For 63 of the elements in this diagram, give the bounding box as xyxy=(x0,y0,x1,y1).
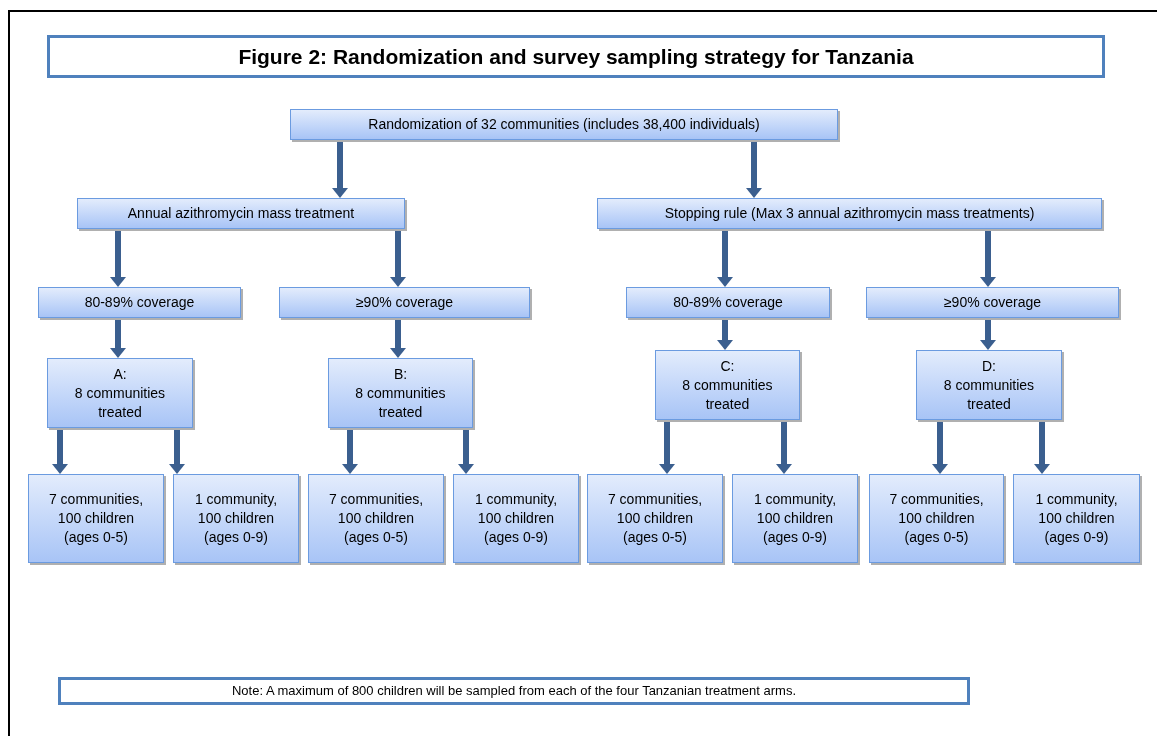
process-box xyxy=(732,474,858,563)
arrow xyxy=(342,428,358,474)
arrow xyxy=(390,318,406,358)
box-text: ≥90% coverage xyxy=(355,293,454,312)
box-text: Randomization of 32 communities (includes 38,400 individuals) xyxy=(368,115,760,134)
arrow xyxy=(746,140,762,198)
box-text: B: xyxy=(393,364,408,384)
process-box xyxy=(38,287,241,318)
box-text: 8 communities treated xyxy=(942,375,1036,414)
arrow xyxy=(980,229,996,287)
process-box xyxy=(290,109,838,140)
box-text: A: xyxy=(113,364,127,384)
process-box xyxy=(655,350,800,420)
box-text: D: xyxy=(982,356,996,376)
process-box xyxy=(77,198,405,229)
box-text: Stopping rule (Max 3 annual azithromycin mass treatments) xyxy=(664,204,1035,223)
arrow xyxy=(110,318,126,358)
process-box xyxy=(869,474,1004,563)
box-text: 80-89% coverage xyxy=(84,293,195,312)
arrow xyxy=(458,428,474,474)
box-text: 1 community, 100 children (ages 0-9) xyxy=(1034,490,1119,547)
box-text: 7 communities, 100 children (ages 0-5) xyxy=(888,490,985,547)
box-text: 8 communities treated xyxy=(681,375,774,414)
box-text: 8 communities treated xyxy=(73,383,167,422)
box-text: 1 community, 100 children (ages 0-9) xyxy=(752,490,838,547)
arrow xyxy=(776,420,792,474)
process-box xyxy=(47,358,193,428)
process-box xyxy=(626,287,830,318)
process-box xyxy=(587,474,723,563)
box-text: 7 communities, 100 children (ages 0-5) xyxy=(327,490,425,547)
box-text: C: xyxy=(720,356,735,376)
arrow xyxy=(110,229,126,287)
arrow xyxy=(980,318,996,350)
process-box xyxy=(916,350,1062,420)
process-box xyxy=(328,358,473,428)
process-box xyxy=(1013,474,1140,563)
arrow xyxy=(717,229,733,287)
process-box xyxy=(453,474,579,563)
arrow xyxy=(659,420,675,474)
arrow xyxy=(932,420,948,474)
title: Figure 2: Randomization and survey sampling strategy for Tanzania xyxy=(238,43,914,70)
process-box xyxy=(866,287,1119,318)
arrow xyxy=(169,428,185,474)
arrow xyxy=(390,229,406,287)
box-text: 80-89% coverage xyxy=(673,293,783,312)
arrow xyxy=(717,318,733,350)
box-text: 7 communities, 100 children (ages 0-5) xyxy=(47,490,145,547)
arrow xyxy=(1034,420,1050,474)
process-box xyxy=(308,474,444,563)
arrow xyxy=(332,140,348,198)
box-text: Annual azithromycin mass treatment xyxy=(127,204,355,223)
box-text: 7 communities, 100 children (ages 0-5) xyxy=(606,490,704,547)
note-box xyxy=(58,677,970,705)
process-box xyxy=(173,474,299,563)
box-text: 1 community, 100 children (ages 0-9) xyxy=(193,490,279,547)
process-box xyxy=(28,474,164,563)
process-box xyxy=(597,198,1102,229)
box-text: ≥90% coverage xyxy=(943,293,1042,312)
note-text: Note: A maximum of 800 children will be sampled from each of the four Tanzanian treatment arms. xyxy=(231,682,797,700)
process-box xyxy=(279,287,530,318)
arrow xyxy=(52,428,68,474)
box-text: 8 communities treated xyxy=(354,383,447,422)
box-text: 1 community, 100 children (ages 0-9) xyxy=(473,490,559,547)
